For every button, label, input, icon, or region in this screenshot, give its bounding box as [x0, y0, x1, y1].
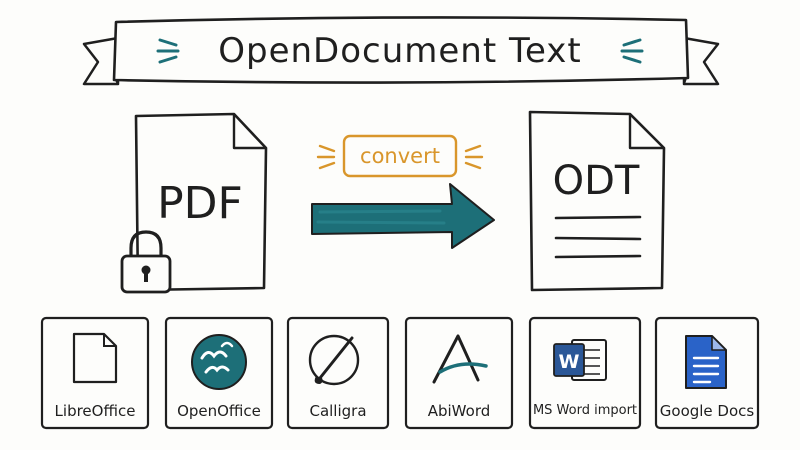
convert-accent-right-icon [464, 144, 484, 170]
banner-accent-right-icon [620, 38, 644, 64]
odt-label: ODT [553, 158, 640, 204]
banner-title: OpenDocument Text [218, 31, 582, 71]
libreoffice-document-icon [72, 332, 118, 384]
pdf-document: PDF [134, 112, 268, 292]
app-card-google-docs: Google Docs [656, 318, 758, 428]
conversion-arrow-icon [311, 183, 495, 249]
odt-document: ODT [528, 110, 666, 292]
title-banner: OpenDocument Text [82, 16, 720, 86]
app-card-calligra: Calligra [288, 318, 388, 428]
app-cards: W [40, 316, 760, 430]
app-label: Calligra [309, 402, 367, 420]
app-label: MS Word import [532, 403, 638, 418]
convert-accent-left-icon [316, 144, 336, 170]
banner-accent-left-icon [156, 38, 180, 64]
convert-label: convert [360, 144, 440, 168]
calligra-brush-icon [308, 334, 360, 386]
abiword-a-icon [432, 334, 488, 384]
app-label: OpenOffice [177, 402, 261, 420]
convert-callout: convert [316, 134, 484, 178]
app-card-libreoffice: LibreOffice [42, 318, 148, 428]
padlock-icon [120, 230, 172, 294]
odt-text-lines-icon [554, 215, 642, 259]
pdf-label: PDF [157, 178, 243, 229]
google-docs-icon [685, 335, 727, 389]
app-card-openoffice: OpenOffice [166, 318, 272, 428]
app-label: AbiWord [427, 402, 491, 420]
svg-text:W: W [559, 351, 580, 373]
app-card-abiword: AbiWord [406, 318, 512, 428]
app-label: LibreOffice [54, 402, 136, 420]
app-card-ms-word-import: MS Word import [530, 318, 640, 428]
openoffice-seagull-icon [191, 334, 247, 390]
ms-word-icon: W [553, 339, 607, 381]
app-label: Google Docs [659, 402, 755, 420]
